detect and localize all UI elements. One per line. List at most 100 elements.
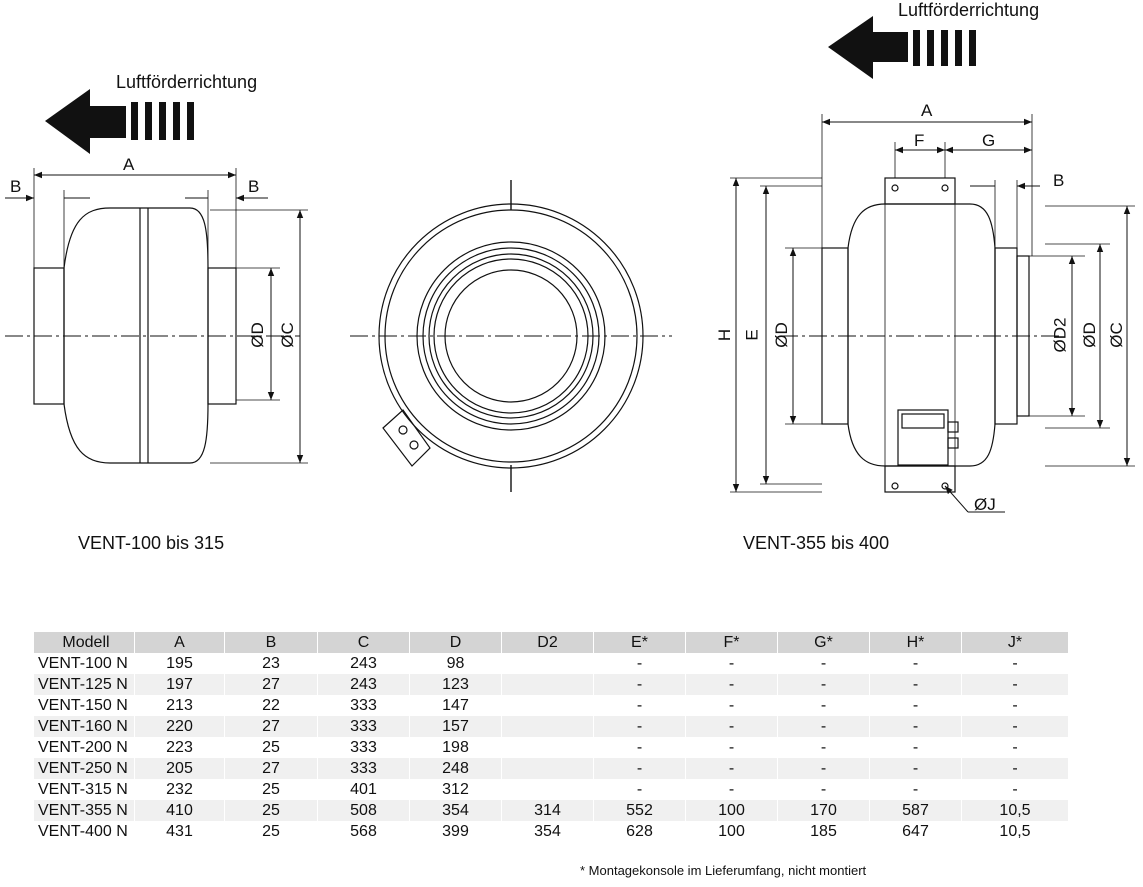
- table-cell-d2: [501, 737, 594, 758]
- table-cell-a: 232: [134, 779, 225, 800]
- table-cell-g: -: [777, 716, 870, 737]
- dim-label-d-left: ØD: [771, 322, 791, 348]
- table-cell-d2: [501, 716, 594, 737]
- dim-label-e: E: [742, 329, 762, 341]
- table-cell-h: 587: [869, 800, 962, 821]
- airflow-arrow-icon: [828, 16, 976, 79]
- table-cell-modell: VENT-355 N: [34, 800, 135, 821]
- table-cell-f: -: [685, 758, 778, 779]
- dim-label-b-right: B: [248, 177, 260, 196]
- dim-label-g: G: [982, 131, 996, 150]
- table-cell-b: 25: [224, 821, 318, 842]
- dim-label-h: H: [715, 328, 735, 342]
- table-cell-h: -: [869, 695, 962, 716]
- table-cell-d: 157: [409, 716, 502, 737]
- table-cell-d2: [501, 779, 594, 800]
- header-d: D: [409, 632, 502, 653]
- technical-drawings: [5, 16, 1135, 513]
- table-cell-b: 23: [224, 653, 318, 674]
- table-cell-d: 312: [409, 779, 502, 800]
- airflow-direction-label-large: Luftförderrichtung: [898, 0, 1040, 20]
- dim-label-d: ØD: [247, 322, 267, 348]
- table-header-row: Modell A B C D D2 E* F* G* H* J*: [34, 632, 1069, 653]
- table-cell-f: -: [685, 779, 778, 800]
- table-cell-f: -: [685, 674, 778, 695]
- table-cell-g: -: [777, 653, 870, 674]
- table-cell-j: -: [961, 653, 1069, 674]
- table-cell-d: 123: [409, 674, 502, 695]
- table-cell-j: -: [961, 779, 1069, 800]
- table-cell-e: -: [593, 737, 686, 758]
- table-cell-h: -: [869, 653, 962, 674]
- table-cell-e: -: [593, 779, 686, 800]
- dimensions-table: Modell A B C D D2 E* F* G* H* J* VENT-10…: [34, 632, 1069, 842]
- table-cell-j: -: [961, 737, 1069, 758]
- terminal-box-icon: [382, 409, 431, 467]
- dim-label-j: ØJ: [974, 495, 996, 514]
- table-cell-d: 248: [409, 758, 502, 779]
- table-cell-c: 333: [317, 695, 410, 716]
- table-cell-d: 147: [409, 695, 502, 716]
- table-cell-e: -: [593, 758, 686, 779]
- table-cell-j: -: [961, 695, 1069, 716]
- dim-label-c-large: ØC: [1106, 322, 1126, 348]
- table-cell-modell: VENT-125 N: [34, 674, 135, 695]
- header-a: A: [134, 632, 225, 653]
- header-e: E*: [593, 632, 686, 653]
- table-cell-f: -: [685, 716, 778, 737]
- table-cell-d: 399: [409, 821, 502, 842]
- header-g: G*: [777, 632, 870, 653]
- table-cell-e: -: [593, 674, 686, 695]
- table-cell-e: -: [593, 695, 686, 716]
- table-cell-a: 195: [134, 653, 225, 674]
- table-cell-a: 205: [134, 758, 225, 779]
- table-cell-d2: [501, 653, 594, 674]
- header-c: C: [317, 632, 410, 653]
- table-cell-f: -: [685, 653, 778, 674]
- table-cell-j: -: [961, 758, 1069, 779]
- table-cell-d2: 314: [501, 800, 594, 821]
- dim-label-b-large: B: [1053, 171, 1065, 190]
- table-cell-d: 198: [409, 737, 502, 758]
- table-cell-modell: VENT-250 N: [34, 758, 135, 779]
- header-f: F*: [685, 632, 778, 653]
- table-cell-j: 10,5: [961, 821, 1069, 842]
- dim-label-a: A: [123, 155, 135, 174]
- table-cell-e: 552: [593, 800, 686, 821]
- table-cell-c: 243: [317, 653, 410, 674]
- table-cell-c: 333: [317, 716, 410, 737]
- table-cell-f: 100: [685, 800, 778, 821]
- table-cell-h: -: [869, 674, 962, 695]
- table-cell-b: 27: [224, 758, 318, 779]
- table-cell-h: -: [869, 716, 962, 737]
- table-cell-g: 185: [777, 821, 870, 842]
- table-cell-g: -: [777, 674, 870, 695]
- table-cell-c: 401: [317, 779, 410, 800]
- table-cell-h: -: [869, 737, 962, 758]
- table-cell-d2: 354: [501, 821, 594, 842]
- table-cell-h: -: [869, 779, 962, 800]
- table-cell-d2: [501, 695, 594, 716]
- header-h: H*: [869, 632, 962, 653]
- table-cell-c: 243: [317, 674, 410, 695]
- caption-small-models: VENT-100 bis 315: [78, 533, 225, 553]
- drawing-front-view: [350, 180, 672, 492]
- table-cell-b: 27: [224, 674, 318, 695]
- table-cell-c: 333: [317, 758, 410, 779]
- table-cell-b: 27: [224, 716, 318, 737]
- table-cell-a: 213: [134, 695, 225, 716]
- table-cell-e: 628: [593, 821, 686, 842]
- header-j: J*: [961, 632, 1069, 653]
- table-cell-j: 10,5: [961, 800, 1069, 821]
- table-cell-a: 410: [134, 800, 225, 821]
- table-cell-g: -: [777, 695, 870, 716]
- dim-label-b-left: B: [10, 177, 22, 196]
- table-cell-c: 333: [317, 737, 410, 758]
- table-cell-e: -: [593, 716, 686, 737]
